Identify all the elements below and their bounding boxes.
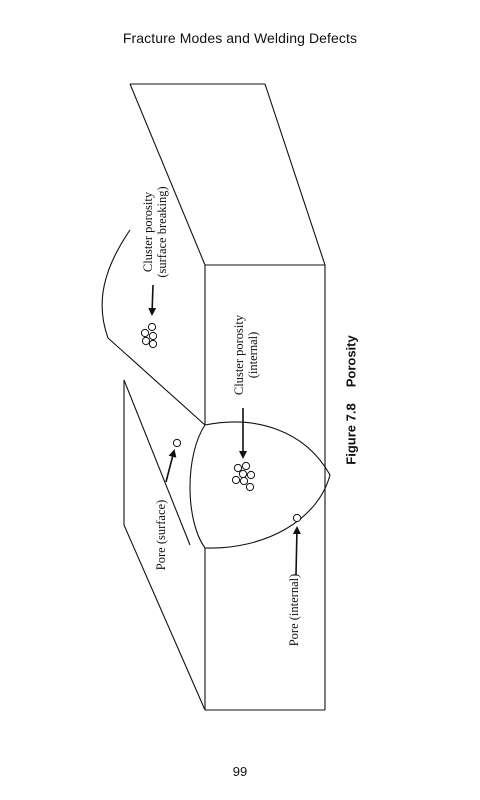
cluster-surface-pores: [140, 322, 158, 349]
figure-caption: Figure 7.8 Porosity: [340, 330, 362, 470]
arrow-pore-surface: [165, 449, 177, 483]
front-face-top: [205, 264, 326, 710]
running-header: Fracture Modes and Welding Defects: [122, 30, 358, 46]
label-cluster-surface-1: Cluster porosity: [141, 191, 155, 272]
label-cluster-surface-2: (surface breaking): [155, 186, 169, 277]
block-lower-slant: [123, 524, 206, 711]
figure-number: Figure 7.8: [343, 403, 359, 465]
arrow-cluster-surface: [148, 284, 157, 316]
arrow-pore-internal: [292, 526, 301, 576]
label-pore-internal: Pore (internal): [287, 574, 301, 647]
page-number: 99: [232, 764, 248, 779]
block-left-edge: [129, 83, 206, 266]
weld-section: [189, 421, 331, 549]
block-back-edge: [130, 83, 326, 266]
figure-title: Porosity: [343, 335, 359, 388]
label-cluster-internal-2: (internal): [246, 332, 260, 379]
pore-internal: [292, 513, 302, 523]
label-pore-surface: Pore (surface): [154, 500, 168, 570]
pore-surface: [172, 438, 182, 448]
weld-cap-edge: [123, 379, 191, 546]
weld-cap-top: [101, 229, 206, 426]
label-cluster-internal-1: Cluster porosity: [232, 314, 246, 395]
cluster-internal-pores: [231, 461, 256, 492]
